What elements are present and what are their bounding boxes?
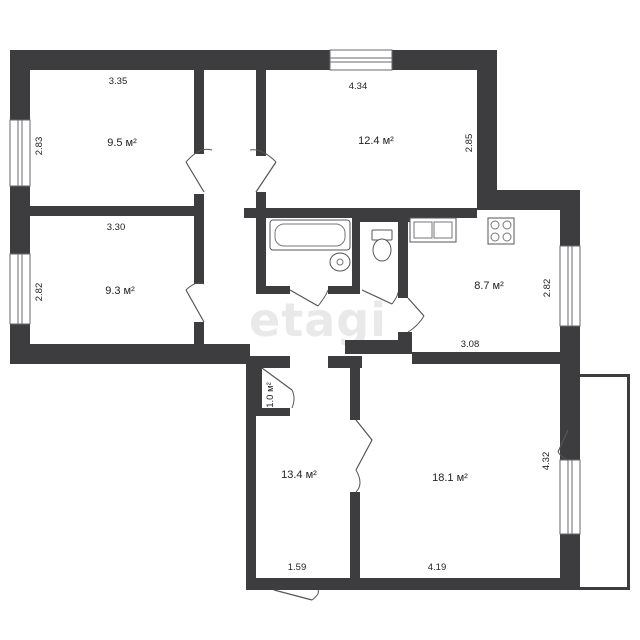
room-area-label: 12.4 м² (358, 135, 394, 147)
room-living-room: 18.1 м² 4.19 4.32 (428, 452, 552, 573)
window-left-bottom (9, 253, 31, 325)
room-depth-label: 4.32 (541, 452, 552, 471)
room-closet: 1.0 м² (265, 382, 276, 408)
room-depth-label: 2.82 (542, 279, 553, 298)
window-top (329, 49, 393, 71)
room-area-label: 18.1 м² (432, 472, 468, 484)
room-depth-label: 2.82 (34, 283, 45, 302)
room-area-label: 1.0 м² (265, 382, 276, 408)
window-kitchen (559, 245, 581, 327)
kitchen-sink (409, 217, 457, 243)
room-area-label: 9.5 м² (107, 137, 137, 149)
watermark-text: etagi (249, 293, 387, 347)
inner-walls (30, 70, 580, 578)
room-width-label: 3.30 (107, 222, 126, 233)
room-hall: 13.4 м² 1.59 (281, 469, 317, 573)
window-living (559, 459, 581, 535)
room-area-label: 9.3 м² (105, 285, 135, 297)
room-bedroom-2: 12.4 м² 4.34 2.85 (349, 81, 475, 152)
room-width-label: 1.59 (288, 562, 307, 573)
bathtub (269, 219, 351, 251)
room-area-label: 8.7 м² (474, 280, 504, 292)
room-bedroom-3: 9.3 м² 3.30 2.82 (34, 222, 135, 301)
room-depth-label: 2.85 (464, 134, 475, 153)
room-depth-label: 2.83 (34, 137, 45, 156)
toilet (371, 229, 393, 262)
room-width-label: 3.08 (461, 339, 480, 350)
doors (185, 148, 569, 601)
room-width-label: 3.35 (109, 76, 128, 87)
room-kitchen: 8.7 м² 3.08 2.82 (461, 279, 553, 350)
window-left-top (9, 119, 31, 187)
room-area-label: 13.4 м² (281, 469, 317, 481)
bathroom-sink (329, 252, 351, 272)
room-width-label: 4.19 (428, 562, 447, 573)
room-bedroom-1: 9.5 м² 3.35 2.83 (34, 76, 137, 155)
balcony-outline (580, 374, 630, 590)
stove (487, 217, 515, 245)
room-width-label: 4.34 (349, 81, 368, 92)
